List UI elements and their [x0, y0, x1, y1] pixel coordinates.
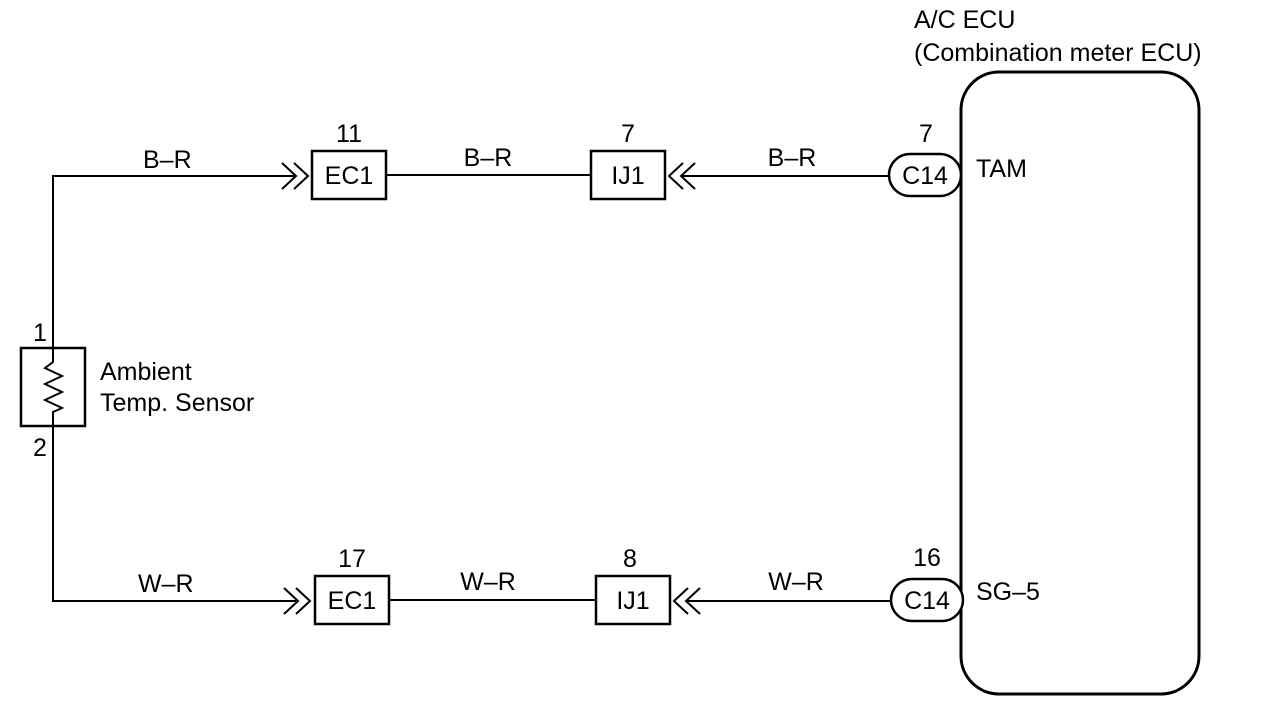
connector-ij1-top-pin: 7 — [621, 120, 635, 148]
connector-ec1-top-pin: 11 — [336, 120, 362, 148]
resistor-icon — [42, 348, 65, 426]
connector-chevron-icon — [667, 162, 684, 190]
connector-c14-top-name: C14 — [902, 162, 948, 190]
sensor-name-line1: Ambient — [100, 358, 192, 386]
connector-chevron-icon — [283, 587, 300, 615]
connector-ec1-bottom-pin: 17 — [338, 545, 366, 573]
connector-ij1-top-name: IJ1 — [611, 162, 644, 190]
connector-ec1-bottom-name: EC1 — [328, 587, 377, 615]
ecu-body — [959, 70, 1201, 696]
sensor-pin-2: 2 — [33, 434, 47, 462]
wire-sensor-to-ec1-bottom — [52, 426, 296, 602]
connector-c14-top-pin: 7 — [919, 120, 933, 148]
ecu-pin-sg5-label: SG–5 — [976, 578, 1040, 606]
connector-chevron-icon — [293, 162, 310, 190]
ecu-title-line1: A/C ECU — [914, 6, 1015, 34]
connector-chevron-icon — [281, 162, 298, 190]
wire-color-bottom-3: W–R — [768, 568, 824, 596]
connector-c14-top — [887, 152, 963, 198]
connector-c14-bottom-pin: 16 — [913, 544, 941, 572]
ecu-pin-tam-label: TAM — [976, 155, 1027, 183]
connector-ij1-bottom — [594, 574, 672, 626]
connector-ec1-bottom — [313, 574, 391, 626]
wire-color-bottom-2: W–R — [460, 568, 516, 596]
connector-chevron-icon — [295, 587, 312, 615]
wire-sensor-to-ec1-top — [52, 175, 294, 348]
connector-chevron-icon — [672, 587, 689, 615]
connector-c14-bottom — [889, 577, 965, 623]
sensor-name-line2: Temp. Sensor — [100, 389, 254, 417]
wire-color-top-2: B–R — [464, 144, 513, 172]
connector-ec1-top — [310, 149, 388, 201]
ecu-title-line2: (Combination meter ECU) — [914, 39, 1202, 67]
sensor-pin-1: 1 — [33, 319, 47, 347]
connector-ec1-top-name: EC1 — [325, 162, 374, 190]
connector-ij1-bottom-pin: 8 — [623, 545, 637, 573]
wire-color-top-1: B–R — [143, 146, 192, 174]
wire-color-bottom-1: W–R — [138, 570, 194, 598]
connector-ij1-top — [589, 149, 667, 201]
connector-ij1-bottom-name: IJ1 — [616, 587, 649, 615]
connector-c14-bottom-name: C14 — [904, 587, 950, 615]
wire-color-top-3: B–R — [768, 144, 817, 172]
